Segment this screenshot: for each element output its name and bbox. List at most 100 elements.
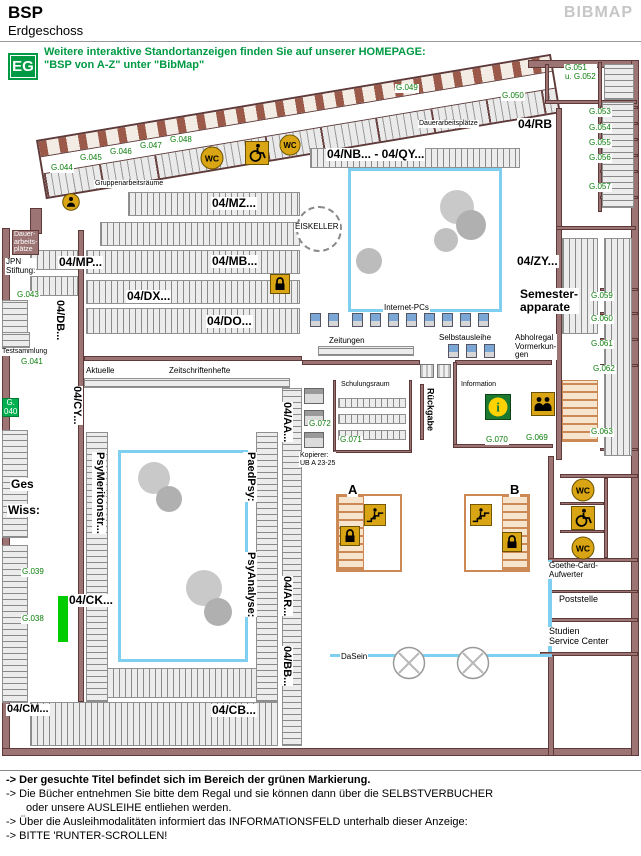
zeitungen-label: Zeitungen — [328, 336, 366, 346]
shelf-unit — [86, 308, 300, 334]
instruction-line: -> Der gesuchte Titel befindet sich im B… — [6, 774, 371, 786]
dauerarbeitsplaetze-label: Dauerarbeitsplätze — [418, 120, 479, 128]
shelf-range-04ck: 04/CK... — [68, 593, 115, 607]
wc-icon: WC — [571, 536, 595, 560]
shelf-range-04rb: 04/RB — [517, 117, 554, 131]
room-number-label: G.048 — [169, 135, 193, 145]
shelf-unit — [338, 398, 406, 408]
wall — [84, 356, 302, 361]
wall — [548, 618, 638, 622]
room-number-label: G.060 — [590, 314, 614, 324]
room-g040-green-box: G. 040 — [2, 398, 20, 418]
person-icon — [62, 193, 80, 211]
wall — [302, 360, 420, 365]
room-number-label: G.056 — [588, 153, 612, 163]
ges-wiss-label: Ges — [10, 477, 35, 491]
wall — [560, 530, 604, 533]
wall — [598, 62, 602, 212]
room-number-label: G.050 — [501, 91, 525, 101]
wall — [560, 502, 604, 505]
computer-terminal — [442, 313, 453, 327]
shelf-unit — [338, 414, 406, 424]
round-table — [392, 646, 426, 680]
room-number-label: G.049 — [395, 83, 419, 93]
wall — [604, 478, 608, 558]
wall — [548, 590, 638, 593]
room-number-label: G.053 — [588, 107, 612, 117]
psy-meritonstr-label: PsyMeritonstr... — [92, 452, 106, 534]
page-title: BSP — [8, 3, 43, 22]
computer-terminal — [424, 313, 435, 327]
room-number-label: G.063 — [590, 427, 614, 437]
selbstausleihe-label: Selbstausleihe — [438, 333, 493, 343]
aktuelle-label: Aktuelle — [85, 366, 116, 376]
shelf-range-04cb: 04/CB... — [211, 703, 258, 717]
shelf-unit — [100, 222, 300, 246]
wall — [333, 450, 412, 453]
shelf-range-04do: 04/DO... — [206, 314, 253, 328]
goethe-card-label: Goethe-Card- Aufwerter — [548, 561, 599, 580]
room-number-label: G.045 — [79, 153, 103, 163]
lock-icon — [340, 526, 360, 546]
room-number-label: G.054 — [588, 123, 612, 133]
wall — [560, 474, 638, 478]
shelf-range-04aa: 04/AA... — [279, 402, 293, 443]
wall — [420, 384, 424, 440]
wc-icon: WC — [571, 478, 595, 502]
wall — [548, 652, 554, 756]
svg-text:WC: WC — [576, 544, 590, 554]
room-number-label: G.047 — [139, 141, 163, 151]
shelf-unit — [604, 64, 634, 100]
wall — [545, 64, 549, 104]
homepage-notice-line1: Weitere interaktive Standortanzeigen fin… — [44, 46, 426, 58]
shelf-range-04zy: 04/ZY... — [516, 254, 559, 268]
header-divider — [0, 41, 641, 42]
copier-machine — [304, 388, 324, 404]
instruction-line: -> BITTE 'RUNTER-SCROLLEN! — [6, 830, 168, 842]
room-number-label: G.051 u. G.052 — [564, 63, 597, 82]
shelf-range-04bb: 04/BB... — [279, 646, 293, 687]
instruction-line: -> Die Bücher entnehmen Sie bitte dem Re… — [6, 788, 494, 800]
room-number-label: G.070 — [485, 435, 509, 445]
entrance-door — [437, 364, 451, 378]
shelf-unit — [128, 192, 300, 216]
shelf-range-04mp: 04/MP... — [58, 255, 104, 269]
escalator-icon — [470, 504, 492, 526]
wall — [78, 230, 84, 702]
room-number-label: G.043 — [16, 290, 40, 300]
glass-wall — [548, 560, 552, 652]
psyanalyse-label: PsyAnalyse: — [243, 552, 257, 618]
svg-text:WC: WC — [284, 141, 297, 150]
room-number-label: G.061 — [590, 339, 614, 349]
gruppenarbeitsraeume-label: Gruppenarbeitsräume — [94, 180, 165, 188]
room-number-label: G.062 — [592, 364, 616, 374]
tree — [204, 598, 232, 626]
computer-terminal — [370, 313, 381, 327]
wall — [453, 362, 457, 446]
wall — [540, 652, 638, 656]
round-table — [456, 646, 490, 680]
lock-icon — [502, 532, 522, 552]
stair-b-label: B — [509, 482, 521, 498]
computer-terminal — [310, 313, 321, 327]
eiskeller-label: EISKELLER — [294, 222, 340, 232]
information-icon: i — [485, 394, 511, 420]
computer-terminal — [478, 313, 489, 327]
shelf-unit — [256, 432, 278, 702]
dasein-label: DaSein — [340, 652, 369, 662]
wall — [455, 360, 552, 365]
abholregal-label: Abholregal Vormerkun- gen — [514, 333, 558, 360]
dauerarbeitsplaetze-box: Dauer- arbeits- plätze — [12, 230, 40, 255]
stair-a-label: A — [347, 482, 359, 498]
shelf-unit — [84, 378, 290, 388]
jpn-stiftung-label: JPN Stiftung: — [5, 257, 37, 276]
svg-text:i: i — [496, 400, 500, 415]
page-subtitle: Erdgeschoss — [8, 23, 84, 38]
room-number-label: G.039 — [21, 567, 45, 577]
internet-pcs-label: Internet-PCs — [383, 303, 430, 313]
wheelchair-icon — [571, 506, 595, 530]
bibmap-logo: BIBMAP — [563, 4, 633, 21]
poststelle-label: Poststelle — [558, 594, 600, 605]
room-number-label: G.057 — [588, 182, 612, 192]
room-number-label: G.046 — [109, 147, 133, 157]
